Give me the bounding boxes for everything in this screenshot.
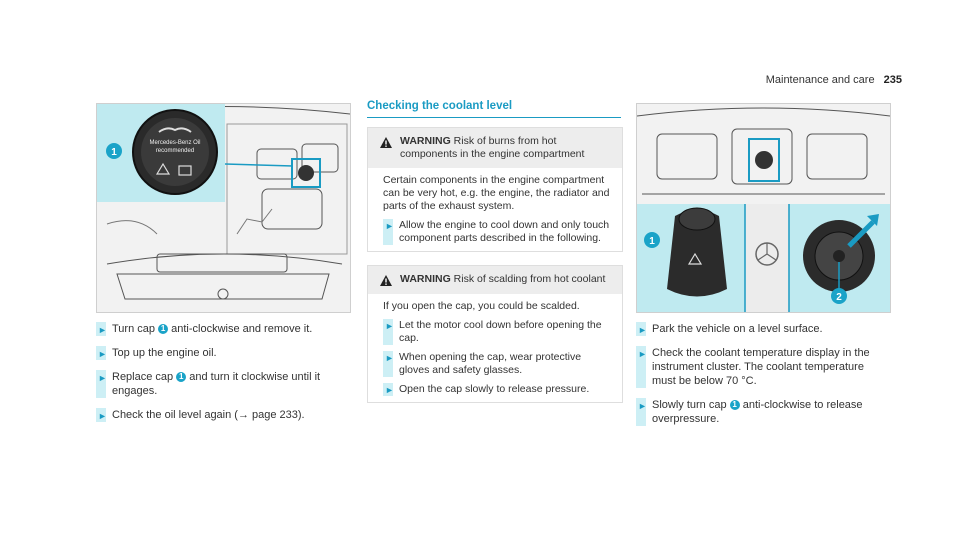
warning-symbol-icon bbox=[687, 252, 703, 265]
list-item: ► Turn cap 1 anti-clockwise and remove i… bbox=[96, 322, 313, 336]
list-item: ► Check the coolant temperature display … bbox=[636, 346, 870, 388]
warning-body: If you open the cap, you could be scalde… bbox=[383, 300, 580, 312]
coolant-steps: ► Park the vehicle on a level surface. ►… bbox=[636, 322, 889, 436]
list-item: ► Replace cap 1 and turn it clockwise un… bbox=[96, 370, 321, 398]
step-arrow-icon: ► bbox=[638, 349, 647, 359]
coolant-cap-illustration: 1 2 bbox=[636, 103, 891, 313]
callout-ref-1: 1 bbox=[176, 372, 187, 383]
oil-steps: ► Turn cap 1 anti-clockwise and remove i… bbox=[96, 322, 349, 432]
warning-triangle-icon bbox=[380, 275, 392, 286]
step-arrow-icon: ► bbox=[98, 349, 107, 359]
warning-label: WARNING bbox=[400, 273, 451, 285]
step-arrow-icon: ► bbox=[385, 385, 394, 395]
callout-1: 1 bbox=[649, 236, 655, 247]
callout-ref-1: 1 bbox=[158, 324, 169, 335]
list-item: ► Allow the engine to cool down and only… bbox=[383, 219, 610, 245]
callout-1: 1 bbox=[111, 147, 117, 158]
cap-label-line2: recommended bbox=[156, 148, 194, 154]
list-item: ► Park the vehicle on a level surface. bbox=[636, 322, 823, 336]
list-item: ► Let the motor cool down before opening… bbox=[383, 319, 602, 345]
callout-2: 2 bbox=[836, 292, 842, 303]
step-arrow-icon: ► bbox=[385, 321, 394, 331]
step-arrow-icon: ► bbox=[98, 373, 107, 383]
list-item: ► Slowly turn cap 1 anti-clockwise to re… bbox=[636, 398, 863, 426]
warning-body: Certain components in the engine compart… bbox=[383, 174, 610, 212]
warning-box-burns: WARNING Risk of burns from hot component… bbox=[367, 127, 623, 252]
warning-triangle-icon bbox=[380, 137, 392, 148]
page-header: Maintenance and care 235 bbox=[766, 74, 902, 86]
manual-book-icon bbox=[178, 165, 192, 176]
warning-heading: Risk of scalding from hot coolant bbox=[453, 273, 606, 285]
page-number: 235 bbox=[883, 74, 902, 86]
list-item: ► When opening the cap, wear protective … bbox=[383, 351, 582, 377]
warning-box-scalding: WARNING Risk of scalding from hot coolan… bbox=[367, 265, 623, 403]
warning-symbol-icon bbox=[155, 162, 171, 175]
warning-label: WARNING bbox=[400, 135, 451, 147]
cap-label-line1: Mercedes-Benz Oil bbox=[149, 140, 200, 146]
list-item: ► Check the oil level again (→ page 233)… bbox=[96, 408, 305, 422]
list-item: ► Top up the engine oil. bbox=[96, 346, 217, 360]
section-title: Checking the coolant level bbox=[367, 100, 621, 118]
step-arrow-icon: ► bbox=[638, 401, 647, 411]
step-arrow-icon: ► bbox=[385, 221, 394, 231]
oil-cap-illustration: Mercedes-Benz Oil recommended 1 bbox=[96, 103, 351, 313]
list-item: ► Open the cap slowly to release pressur… bbox=[383, 383, 590, 396]
step-arrow-icon: ► bbox=[98, 411, 107, 421]
step-arrow-icon: ► bbox=[638, 325, 647, 335]
step-arrow-icon: ► bbox=[385, 353, 394, 363]
step-arrow-icon: ► bbox=[98, 325, 107, 335]
callout-ref-1: 1 bbox=[729, 400, 740, 411]
section-name: Maintenance and care bbox=[765, 74, 875, 86]
warning-heading: Risk of burns from hot components in the… bbox=[400, 135, 585, 160]
